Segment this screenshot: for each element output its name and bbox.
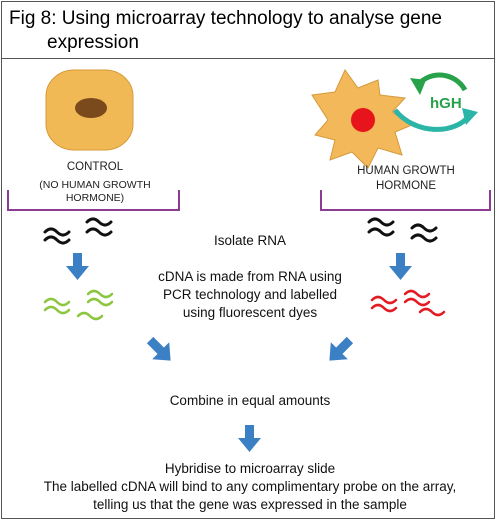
step-isolate-rna: Isolate RNA: [213, 233, 287, 248]
control-sublabel-line1: (NO HUMAN GROWTH: [39, 179, 151, 191]
control-cell-icon: [45, 69, 134, 151]
control-label: CONTROL: [66, 161, 124, 173]
red-cdna-icon: [370, 289, 446, 317]
treated-cell-icon: [311, 69, 414, 169]
diagonal-arrow-left-icon: [146, 336, 171, 361]
green-cdna-icon: [43, 289, 114, 321]
step-combine: Combine in equal amounts: [169, 393, 331, 408]
figure-title-line2: expression: [47, 32, 139, 53]
figure-frame: [1, 1, 495, 519]
treated-label-line2: HORMONE: [375, 180, 437, 192]
rna-right-icon: [367, 217, 438, 243]
step-cdna-line3: using fluorescent dyes: [182, 305, 318, 320]
title-box: Fig 8: Using microarray technology to an…: [1, 1, 495, 59]
down-arrow-left-icon: [66, 253, 89, 280]
figure-title-line1: Fig 8: Using microarray technology to an…: [9, 8, 443, 29]
treated-label-line1: HUMAN GROWTH: [357, 165, 455, 177]
treated-bracket: [320, 190, 491, 211]
step-result-line2: telling us that the gene was expressed i…: [93, 497, 407, 512]
diagonal-arrow-right-icon: [329, 336, 354, 361]
down-arrow-right-icon: [389, 253, 412, 280]
step-result-line1: The labelled cDNA will bind to any compl…: [43, 479, 457, 494]
control-sublabel-line2: HORMONE): [65, 192, 125, 204]
hgh-cycle-arrow-icon: [393, 72, 478, 132]
step-hybridise: Hybridise to microarray slide: [164, 461, 336, 476]
control-bracket: [7, 190, 180, 211]
step-cdna-line2: PCR technology and labelled: [162, 287, 338, 302]
rna-left-icon: [43, 217, 113, 245]
step-cdna-line1: cDNA is made from RNA using: [158, 269, 342, 284]
down-arrow-center-icon: [238, 425, 261, 452]
hgh-label: hGH: [430, 95, 462, 112]
